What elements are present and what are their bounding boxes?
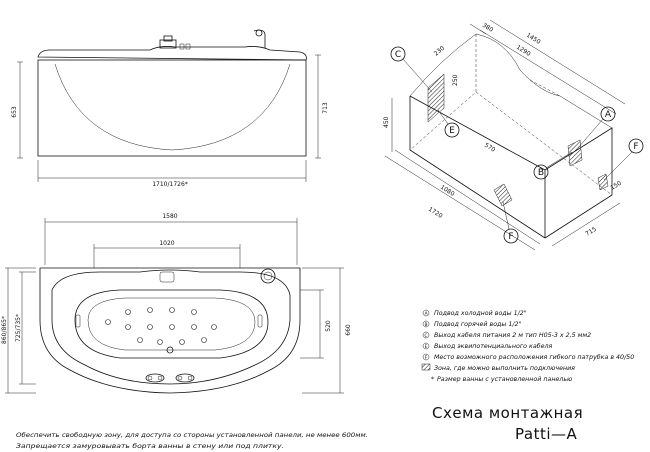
callout-c: C (390, 46, 433, 93)
legend-item-b: B Подвод горячей воды 1/2" (422, 320, 522, 328)
callout-a: A (577, 106, 616, 149)
iso-view: 1450 1290 380 230 250 450 570 1080 1720 … (383, 19, 644, 251)
front-view: 653 713 1710/1726* (11, 29, 329, 188)
dim-plan-inner: 1020 (159, 240, 174, 247)
svg-text:C: C (395, 50, 401, 60)
svg-text:Размер ванны с установленной п: Размер ванны с установленной панелью (437, 376, 573, 383)
callout-f-bottom: F (502, 201, 519, 244)
legend-item-f: F Место возможного расположения гибкого … (422, 353, 634, 361)
dim-iso-1080: 1080 (439, 184, 456, 198)
legend-item-zone: Зона, где можно выполнить подключения (421, 363, 575, 372)
title-line-1: Схема монтажная (432, 404, 583, 422)
legend-item-e: E Выход эквипотенциального кабеля (422, 342, 552, 350)
legend: A Подвод холодной воды 1/2" B Подвод гор… (421, 309, 634, 383)
dim-plan-right-inner: 520 (325, 320, 332, 332)
dim-iso-450: 450 (383, 116, 390, 128)
svg-text:F: F (633, 142, 638, 152)
dim-height-left: 653 (11, 106, 18, 118)
jets (105, 307, 217, 345)
legend-item-note: * Размер ванны с установленной панелью (431, 376, 573, 383)
dim-iso-570: 570 (483, 142, 497, 154)
svg-text:A: A (424, 311, 428, 317)
note-line-2: Запрещается замуровывать борта ванны в с… (16, 443, 284, 450)
svg-text:B: B (538, 168, 544, 178)
legend-item-a: A Подвод холодной воды 1/2" (422, 309, 527, 317)
svg-text:E: E (425, 344, 428, 350)
svg-text:C: C (424, 333, 427, 339)
svg-text:Выход кабеля питания 2 м тип H: Выход кабеля питания 2 м тип H05-3 х 2,5… (434, 331, 591, 339)
dim-iso-150: 150 (609, 180, 623, 192)
dim-iso-1720: 1720 (427, 206, 444, 220)
dim-iso-1450: 1450 (525, 32, 542, 46)
callout-f-right: F (603, 138, 644, 181)
svg-text:Место возможного расположения: Место возможного расположения гибкого па… (434, 353, 634, 361)
zone-a (567, 139, 583, 167)
note-line-1: Обеспечить свободную зону, для доступа с… (16, 432, 368, 439)
svg-text:F: F (425, 355, 428, 361)
callout-b: B (533, 151, 573, 180)
dim-iso-1290: 1290 (515, 44, 532, 58)
dim-iso-230: 230 (433, 45, 446, 58)
dim-plan-right-outer: 660 (345, 324, 352, 336)
plan-view: 1580 1020 (1, 213, 352, 394)
svg-text:E: E (449, 126, 455, 136)
svg-text:A: A (605, 110, 612, 120)
svg-text:B: B (424, 322, 427, 328)
legend-item-c: C Выход кабеля питания 2 м тип H05-3 х 2… (422, 331, 591, 339)
front-controls (145, 373, 195, 383)
svg-text:F: F (508, 232, 513, 242)
dim-height-right: 713 (322, 102, 329, 114)
dim-plan-left-inner: 725/735* (15, 314, 22, 342)
callout-e: E (437, 109, 460, 138)
svg-text:Подвод горячей воды 1/2": Подвод горячей воды 1/2" (434, 321, 522, 328)
dim-iso-250: 250 (452, 74, 459, 86)
svg-text:Выход эквипотенциального кабел: Выход эквипотенциального кабеля (434, 342, 552, 350)
svg-text:Подвод холодной воды 1/2": Подвод холодной воды 1/2" (434, 310, 527, 317)
zone-f-bottom (493, 183, 513, 207)
zone-c (427, 73, 445, 123)
svg-text:Зона, где можно выполнить подк: Зона, где можно выполнить подключения (434, 365, 575, 372)
dim-iso-715: 715 (584, 226, 598, 238)
title-line-2: Patti—A (515, 425, 577, 443)
dim-plan-top: 1580 (162, 213, 177, 220)
dim-front-width: 1710/1726* (152, 181, 188, 188)
dim-plan-left-outer: 860/865* (1, 316, 8, 344)
svg-text:*: * (431, 376, 434, 383)
zone-f (597, 173, 609, 191)
